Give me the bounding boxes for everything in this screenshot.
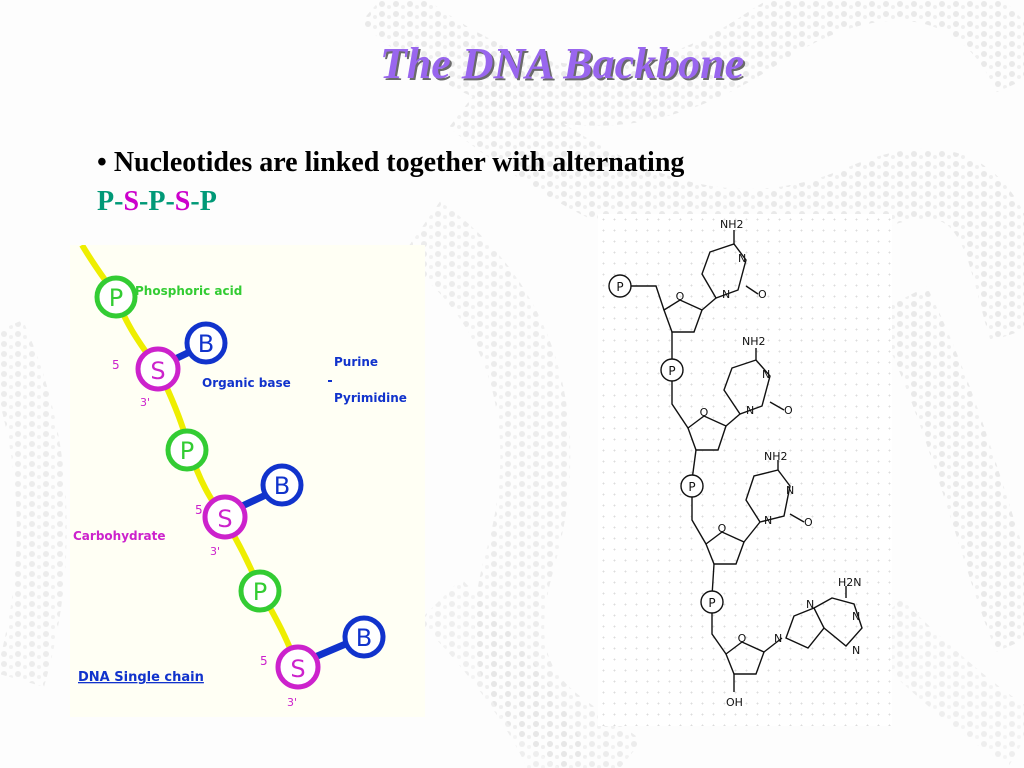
phosphate-1: P — [94, 275, 138, 319]
base4-n1: N — [852, 610, 860, 623]
sugar-2-prime3: 3' — [210, 545, 220, 558]
sugar-4-oxygen: O — [738, 632, 747, 645]
base-1: B — [184, 321, 228, 365]
sugar-3-prime5: 5 — [260, 654, 268, 668]
single-chain-svg: P Phosphoric acid S 5 3' B Organic base … — [73, 243, 407, 709]
base2-amino: NH2 — [742, 335, 766, 348]
sugar-ring-1 — [663, 299, 703, 333]
terminal-hydroxyl: OH — [726, 696, 743, 709]
base-ring-4-imidazole — [785, 607, 825, 649]
glyco-1 — [701, 297, 717, 311]
chemical-structure-diagram: P O N N O NH2 P O N N O NH2 P — [598, 214, 892, 726]
pattern-dash-3: - — [165, 186, 175, 217]
phosphate-2-label: P — [180, 437, 194, 465]
link-3 — [671, 381, 689, 429]
base-1-label: B — [198, 330, 214, 358]
base1-n1: N — [722, 288, 730, 301]
purine-label: Purine — [334, 355, 378, 369]
organic-base-label: Organic base — [202, 376, 291, 390]
sugar-3-label: S — [290, 655, 305, 683]
structure-phosphate-2-label: P — [668, 364, 675, 378]
base3-n1: N — [764, 514, 772, 527]
bullet-label: Nucleotides are linked together with alt… — [113, 147, 685, 178]
base1-oxygen: O — [758, 288, 767, 301]
sugar-ring-4 — [725, 641, 765, 675]
sugar-1: S — [135, 346, 181, 392]
single-chain-diagram: P Phosphoric acid S 5 3' B Organic base … — [70, 243, 425, 717]
base4-amino: H2N — [838, 576, 862, 589]
base-3: B — [342, 615, 386, 659]
sugar-1-prime3: 3' — [140, 396, 150, 409]
pattern-dash-1: - — [114, 186, 124, 217]
pattern-p-3: P — [199, 186, 217, 217]
base-2-label: B — [274, 472, 290, 500]
phosphate-2: P — [165, 428, 209, 472]
sugar-3-oxygen: O — [718, 522, 727, 535]
base-2: B — [260, 463, 304, 507]
carbohydrate-label: Carbohydrate — [73, 529, 166, 543]
link-5 — [691, 497, 707, 545]
slide-title: The DNA Backbone — [379, 39, 745, 88]
glyco-3 — [743, 521, 761, 543]
base1-n3: N — [738, 252, 746, 265]
base2-carbonyl — [769, 401, 785, 411]
pyrimidine-label: Pyrimidine — [334, 391, 407, 405]
base1-carbonyl — [745, 285, 759, 295]
link-1 — [631, 285, 665, 311]
pattern-p-2: P — [148, 186, 166, 217]
phosphate-1-label: P — [109, 284, 123, 312]
structure-phosphate-4-label: P — [708, 596, 715, 610]
sugar-1-oxygen: O — [676, 290, 685, 303]
base4-n9: N — [774, 632, 782, 645]
base3-oxygen: O — [804, 516, 813, 529]
sugar-2: S — [202, 494, 248, 540]
sugar-1-label: S — [150, 357, 165, 385]
base-bond-3 — [313, 639, 350, 661]
pattern-s-1: S — [123, 186, 140, 217]
bullet-symbol: • — [97, 147, 107, 178]
sugar-3: S — [275, 644, 321, 690]
sugar-1-prime5: 5 — [112, 358, 120, 372]
link-7 — [711, 613, 727, 655]
glyco-2 — [725, 413, 741, 427]
pattern-dash-4: - — [190, 186, 200, 217]
sugar-ring-2 — [687, 415, 727, 451]
base3-amino: NH2 — [764, 450, 788, 463]
sugar-3-prime3: 3' — [287, 696, 297, 709]
base2-n3: N — [762, 368, 770, 381]
structure-svg: P O N N O NH2 P O N N O NH2 P — [608, 218, 863, 709]
structure-phosphate-1-label: P — [616, 280, 623, 294]
phosphate-3-label: P — [253, 578, 267, 606]
glyco-4 — [763, 637, 783, 653]
dna-single-chain-caption: DNA Single chain — [78, 670, 204, 685]
base3-carbonyl — [789, 513, 805, 523]
sugar-2-oxygen: O — [700, 406, 709, 419]
pattern-s-2: S — [174, 186, 191, 217]
phosphoric-acid-label: Phosphoric acid — [135, 284, 242, 298]
base1-amino: NH2 — [720, 218, 744, 231]
alternating-pattern: P-S-P-S-P — [97, 186, 217, 218]
base4-n7: N — [806, 598, 814, 611]
sugar-2-prime5: 5 — [195, 503, 203, 517]
base3-n3: N — [786, 484, 794, 497]
sugar-ring-3 — [705, 531, 745, 565]
base4-n3: N — [852, 644, 860, 657]
sugar-2-label: S — [217, 505, 232, 533]
base2-n1: N — [746, 404, 754, 417]
pattern-dash-2: - — [139, 186, 149, 217]
phosphate-3: P — [238, 569, 282, 613]
structure-phosphate-3-label: P — [688, 480, 695, 494]
bullet-text: • Nucleotides are linked together with a… — [97, 147, 684, 179]
base-ring-4-pyrimidine — [813, 597, 863, 647]
pattern-p-1: P — [97, 186, 115, 217]
base2-oxygen: O — [784, 404, 793, 417]
base-3-label: B — [356, 624, 372, 652]
